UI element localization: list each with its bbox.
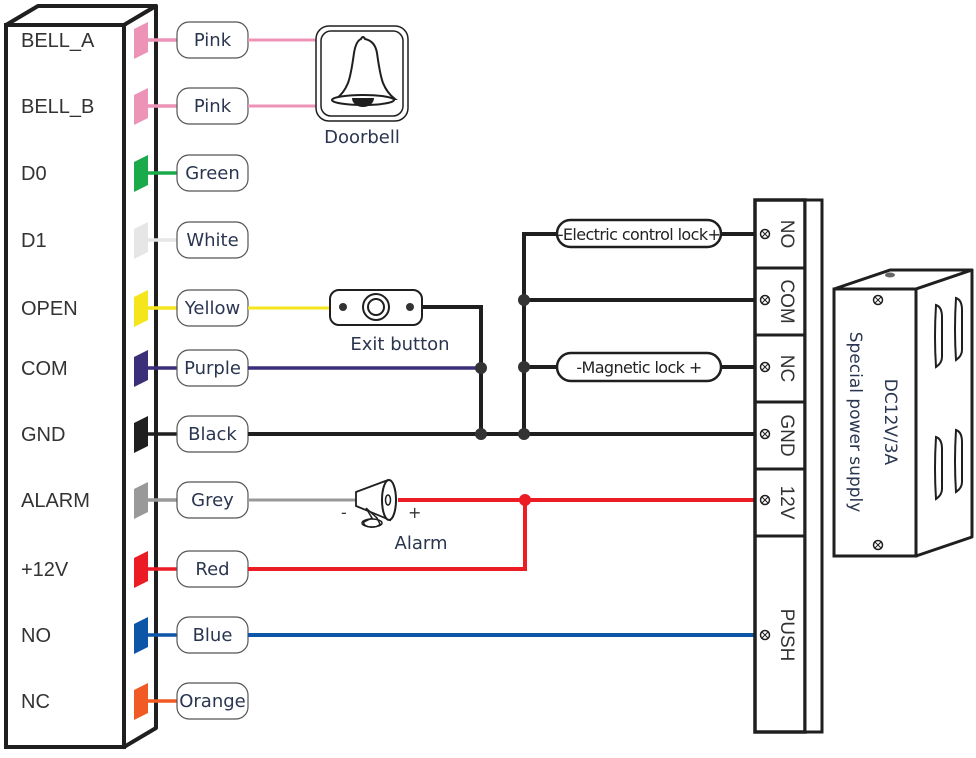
- terminal-label: NC: [21, 691, 50, 713]
- wire-color-badge: [176, 221, 249, 259]
- terminal-row: NO Blue: [21, 616, 249, 654]
- wire-color-label: Pink: [194, 96, 232, 117]
- psu-label: Special power supply: [845, 332, 865, 513]
- lock-wiring: -Electric control lock+ -Magnetic lock +: [475, 218, 757, 440]
- doorbell-label: Doorbell: [324, 127, 400, 148]
- terminal-label: OPEN: [21, 298, 78, 320]
- wire-color-tab: [134, 551, 148, 588]
- alarm-plus: +: [408, 503, 421, 522]
- terminal-label: ALARM: [21, 490, 90, 512]
- power-supply: DC12V/3A Special power supply: [832, 268, 974, 558]
- wire-color-label: White: [186, 230, 238, 251]
- terminal-row: BELL_B Pink: [21, 87, 249, 125]
- exit-button-label: Exit button: [350, 334, 449, 355]
- power-terminal-block: NO COM NC GND 12V PUSH: [753, 198, 824, 734]
- terminal-block-label: PUSH: [776, 609, 797, 662]
- alarm-label: Alarm: [395, 533, 448, 554]
- magnetic-lock-label: -Magnetic lock +: [576, 358, 701, 377]
- terminal-label: BELL_A: [21, 30, 95, 52]
- wire-color-tab: [134, 290, 148, 327]
- terminal-label: COM: [21, 358, 68, 380]
- doorbell: Doorbell: [248, 25, 409, 148]
- wire-color-tab: [134, 350, 148, 387]
- wire-color-badge: [176, 154, 249, 192]
- terminal-com: COM: [759, 279, 797, 324]
- terminal-label: BELL_B: [21, 96, 94, 118]
- psu-rating: DC12V/3A: [880, 379, 900, 466]
- screw-icon: [872, 539, 884, 551]
- bell-icon: [331, 36, 398, 107]
- screw-icon: [759, 428, 771, 440]
- electric-control-lock: -Electric control lock+: [555, 218, 723, 249]
- siren-icon: [355, 478, 397, 528]
- terminal-row: COM Purple: [21, 349, 249, 387]
- terminal-row: D1 White: [21, 221, 249, 259]
- screw-icon: [759, 361, 771, 373]
- alarm: - + Alarm: [248, 478, 757, 571]
- screw-icon: [872, 294, 884, 306]
- terminal-label: D1: [21, 230, 47, 252]
- exit-button: Exit button: [248, 289, 483, 434]
- terminal-no: NO: [759, 220, 797, 249]
- terminal-push: PUSH: [759, 609, 797, 662]
- wire-color-tab: [134, 416, 148, 453]
- wire-color-label: Orange: [179, 691, 246, 712]
- wire-color-label: Purple: [184, 358, 241, 379]
- wire-color-label: Pink: [194, 30, 232, 51]
- terminal-label: NO: [21, 625, 51, 647]
- terminal-label: GND: [21, 424, 65, 446]
- terminal-gnd: GND: [759, 414, 797, 457]
- wire-color-label: Red: [195, 559, 229, 580]
- screw-icon: [759, 294, 771, 306]
- terminal-block-label: NC: [776, 355, 797, 382]
- wire-color-label: Black: [188, 424, 237, 445]
- wire-color-tab: [134, 683, 148, 720]
- wire-color-label: Grey: [191, 490, 234, 511]
- terminal-row: BELL_A Pink: [21, 21, 249, 59]
- screw-icon: [759, 629, 771, 641]
- terminal-row: NC Orange: [21, 682, 249, 720]
- terminal-row: ALARM Grey: [21, 481, 249, 519]
- electric-lock-label: -Electric control lock+: [558, 225, 721, 244]
- terminal-block-label: 12V: [776, 486, 797, 520]
- wire-color-label: Blue: [193, 625, 233, 646]
- wire-color-label: Green: [185, 163, 240, 184]
- screw-icon: [759, 228, 771, 240]
- terminal-block-label: GND: [776, 414, 797, 456]
- push-button-icon: [362, 293, 390, 321]
- terminal-nc: NC: [759, 355, 797, 382]
- wire-color-tab: [134, 222, 148, 259]
- wire-color-tab: [134, 22, 148, 59]
- terminal-block-label: NO: [776, 220, 797, 249]
- wire-color-tab: [134, 155, 148, 192]
- terminal-row: +12V Red: [21, 550, 249, 588]
- wire-color-tab: [134, 482, 148, 519]
- terminal-block-label: COM: [776, 279, 797, 323]
- wire-color-tab: [134, 617, 148, 654]
- alarm-minus: -: [341, 503, 347, 522]
- wire-color-tab: [134, 88, 148, 125]
- terminal-row: OPEN Yellow: [21, 289, 249, 327]
- terminal-label: D0: [21, 163, 47, 185]
- wire-color-badge: [176, 682, 249, 720]
- terminal-row: D0 Green: [21, 154, 249, 192]
- wire-color-label: Yellow: [184, 298, 240, 319]
- magnetic-lock: -Magnetic lock +: [555, 351, 723, 383]
- screw-icon: [759, 494, 771, 506]
- terminal-12v: 12V: [759, 486, 797, 520]
- terminal-label: +12V: [21, 559, 69, 581]
